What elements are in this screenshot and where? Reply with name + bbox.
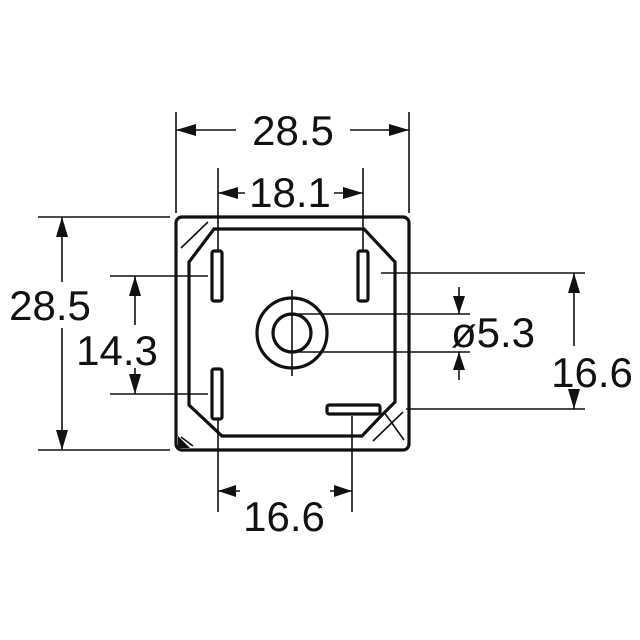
dimension-left-pin-spacing: 14.3 [76, 275, 208, 395]
arrow-left-pin-bottom [129, 374, 141, 394]
dimension-overall-height: 28.5 [9, 216, 170, 451]
label-hole-diameter: ø5.3 [451, 309, 535, 356]
corner-notch-bottom-left [178, 436, 190, 448]
corner-mark-bottom-right-1 [372, 411, 404, 442]
package-inner-chamfered-outline [187, 227, 397, 438]
package-outline [174, 215, 411, 452]
package-body [174, 215, 411, 452]
label-right-vertical-spacing: 16.6 [551, 349, 633, 396]
arrow-bottom-right [334, 485, 352, 497]
corner-mark-top-left [180, 221, 209, 249]
dimension-right-vertical: 16.6 [381, 272, 633, 410]
arrow-hole-top [453, 296, 465, 314]
label-bottom-pin-spacing: 16.6 [243, 493, 325, 540]
arrow-inner-left [218, 187, 238, 199]
dimension-bottom-pin-spacing: 16.6 [217, 416, 353, 540]
arrow-hole-bottom [453, 352, 465, 370]
dimension-hole-diameter: ø5.3 [292, 287, 535, 380]
arrow-inner-right [343, 187, 363, 199]
pin-top-right [356, 249, 370, 303]
pins [210, 249, 382, 421]
pin-bottom-left [210, 367, 224, 421]
arrow-height-top [56, 217, 68, 237]
pin-bottom-horizontal [325, 403, 382, 416]
dimension-inner-pin-spacing: 18.1 [217, 168, 364, 250]
dimension-overall-width: 28.5 [175, 107, 410, 213]
label-overall-width: 28.5 [252, 107, 334, 154]
label-left-pin-spacing: 14.3 [76, 327, 158, 374]
arrow-left-pin-top [129, 276, 141, 296]
label-overall-height: 28.5 [9, 282, 91, 329]
arrow-width-left [176, 124, 196, 136]
corner-mark-bottom-right-2 [383, 411, 405, 441]
corner-mark-bottom-left [180, 436, 194, 447]
label-inner-pin-spacing: 18.1 [249, 169, 331, 216]
pin-top-left [210, 249, 224, 303]
arrow-height-bottom [56, 430, 68, 450]
mounting-hole [255, 290, 329, 376]
arrow-width-right [389, 124, 409, 136]
arrow-bottom-left [218, 485, 236, 497]
arrow-right-top [568, 273, 580, 293]
arrow-right-bottom [568, 389, 580, 409]
